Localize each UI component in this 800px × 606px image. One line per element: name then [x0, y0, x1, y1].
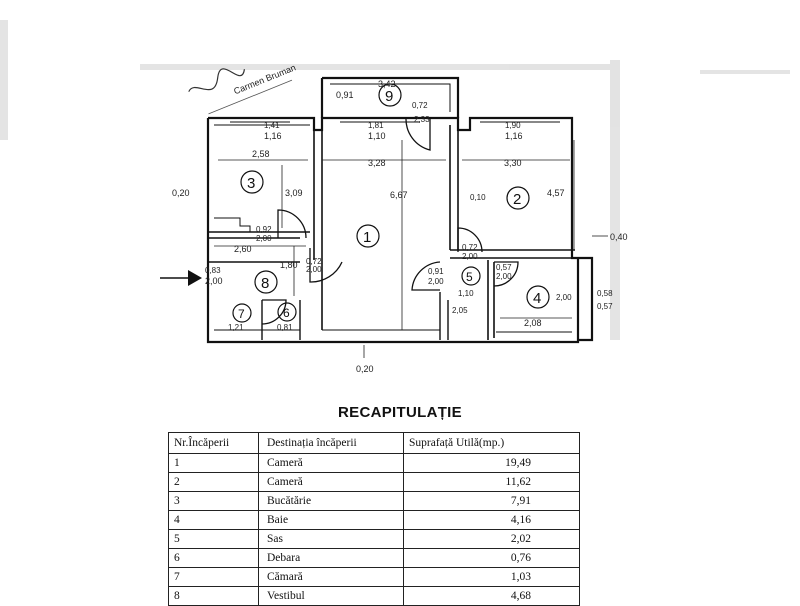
stamp: Carmen Bruman	[188, 62, 297, 115]
dim-label: 3,30	[504, 158, 522, 168]
dim-label: 0,83	[205, 266, 221, 275]
table-row: 4 Baie 4,16	[168, 510, 580, 530]
cell-area: 1,03	[403, 567, 580, 587]
door-swings	[261, 117, 519, 325]
cell-area: 4,68	[403, 586, 580, 606]
dim-label: 2,58	[252, 149, 270, 159]
entrance-arrow	[160, 270, 202, 286]
cell-destination: Cameră	[258, 453, 404, 473]
cell-area: 11,62	[403, 472, 580, 492]
cell-destination: Cămară	[258, 567, 404, 587]
col-header-room-number: Nr.Încăperii	[168, 432, 259, 454]
cell-destination: Debara	[258, 548, 404, 568]
dim-label: 0,20	[356, 364, 374, 374]
cell-area: 0,76	[403, 548, 580, 568]
room-3-number: 3	[247, 175, 255, 192]
dim-label: 3,28	[368, 158, 386, 168]
summary-title: RECAPITULAȚIE	[338, 404, 462, 421]
dim-label: 6,67	[390, 190, 408, 200]
room-4-number: 4	[533, 290, 541, 307]
table-header-row: Nr.Încăperii Destinația încăperii Supraf…	[168, 432, 580, 454]
table-row: 5 Sas 2,02	[168, 529, 580, 549]
room-1-number: 1	[363, 229, 371, 246]
cell-destination: Bucătărie	[258, 491, 404, 511]
dim-label: 0,91	[336, 90, 354, 100]
dim-label: 0,20	[172, 188, 190, 198]
dim-label: 2,33	[414, 115, 430, 124]
dim-label: 2,00	[256, 234, 272, 243]
dim-label: 2,00	[205, 276, 223, 286]
dim-label: 1,80	[280, 260, 298, 270]
cell-room-number: 6	[168, 548, 259, 568]
cell-room-number: 1	[168, 453, 259, 473]
room-5-number: 5	[466, 270, 473, 284]
cell-destination: Vestibul	[258, 586, 404, 606]
dimension-labels: 3,42 0,91 0,72 2,33 1,41 1,16 1,81 1,10 …	[172, 79, 628, 374]
table-row: 2 Cameră 11,62	[168, 472, 580, 492]
dim-label: 0,91	[428, 267, 444, 276]
dim-label: 0,57	[496, 263, 512, 272]
dim-label: 1,10	[458, 289, 474, 298]
col-header-destination: Destinația încăperii	[258, 432, 404, 454]
dim-label: 2,08	[524, 318, 542, 328]
dim-label: 1,41	[264, 121, 280, 130]
dim-label: 2,00	[306, 265, 322, 274]
table-row: 8 Vestibul 4,68	[168, 586, 580, 606]
room-8-number: 8	[261, 275, 269, 292]
summary-table: Nr.Încăperii Destinația încăperii Supraf…	[168, 432, 580, 606]
cell-room-number: 7	[168, 567, 259, 587]
cell-area: 4,16	[403, 510, 580, 530]
dim-label: 0,72	[306, 257, 322, 266]
dim-label: 4,57	[547, 188, 565, 198]
room-9-number: 9	[385, 88, 393, 105]
col-header-area: Suprafață Utilă(mp.)	[403, 432, 580, 454]
dim-label: 2,00	[428, 277, 444, 286]
cell-room-number: 8	[168, 586, 259, 606]
room-6-number: 6	[283, 306, 290, 320]
dim-label: 2,60	[234, 244, 252, 254]
dim-label: 3,09	[285, 188, 303, 198]
cell-room-number: 3	[168, 491, 259, 511]
cell-destination: Cameră	[258, 472, 404, 492]
cell-area: 7,91	[403, 491, 580, 511]
dim-label: 2,00	[496, 272, 512, 281]
cell-area: 19,49	[403, 453, 580, 473]
room-markers	[232, 83, 550, 323]
table-row: 3 Bucătărie 7,91	[168, 491, 580, 511]
room-7-number: 7	[238, 307, 245, 321]
cell-room-number: 2	[168, 472, 259, 492]
scan-noise	[0, 20, 790, 340]
dim-label: 3,42	[378, 79, 396, 89]
dim-label: 0,10	[470, 193, 486, 202]
dim-label: 1,21	[228, 323, 244, 332]
walls	[206, 76, 594, 344]
dim-label: 0,72	[462, 243, 478, 252]
cell-destination: Baie	[258, 510, 404, 530]
floor-plan: Carmen Bruman	[0, 20, 790, 374]
dim-label: 0,57	[597, 302, 613, 311]
cell-room-number: 5	[168, 529, 259, 549]
cell-area: 2,02	[403, 529, 580, 549]
dim-label: 0,58	[597, 289, 613, 298]
cell-room-number: 4	[168, 510, 259, 530]
dim-label: 0,40	[610, 232, 628, 242]
dim-label: 2,05	[452, 306, 468, 315]
table-row: 7 Cămară 1,03	[168, 567, 580, 587]
cell-destination: Sas	[258, 529, 404, 549]
table-row: 1 Cameră 19,49	[168, 453, 580, 473]
room-2-number: 2	[513, 191, 521, 208]
dim-label: 0,72	[412, 101, 428, 110]
table-row: 6 Debara 0,76	[168, 548, 580, 568]
dim-label: 1,16	[264, 131, 282, 141]
dim-label: 1,81	[368, 121, 384, 130]
dim-label: 2,00	[462, 252, 478, 261]
dim-label: 1,10	[368, 131, 386, 141]
dim-label: 0,81	[277, 323, 293, 332]
dim-label: 1,90	[505, 121, 521, 130]
dimension-lines	[214, 140, 608, 358]
dim-label: 0,92	[256, 225, 272, 234]
dim-label: 2,00	[556, 293, 572, 302]
dim-label: 1,16	[505, 131, 523, 141]
